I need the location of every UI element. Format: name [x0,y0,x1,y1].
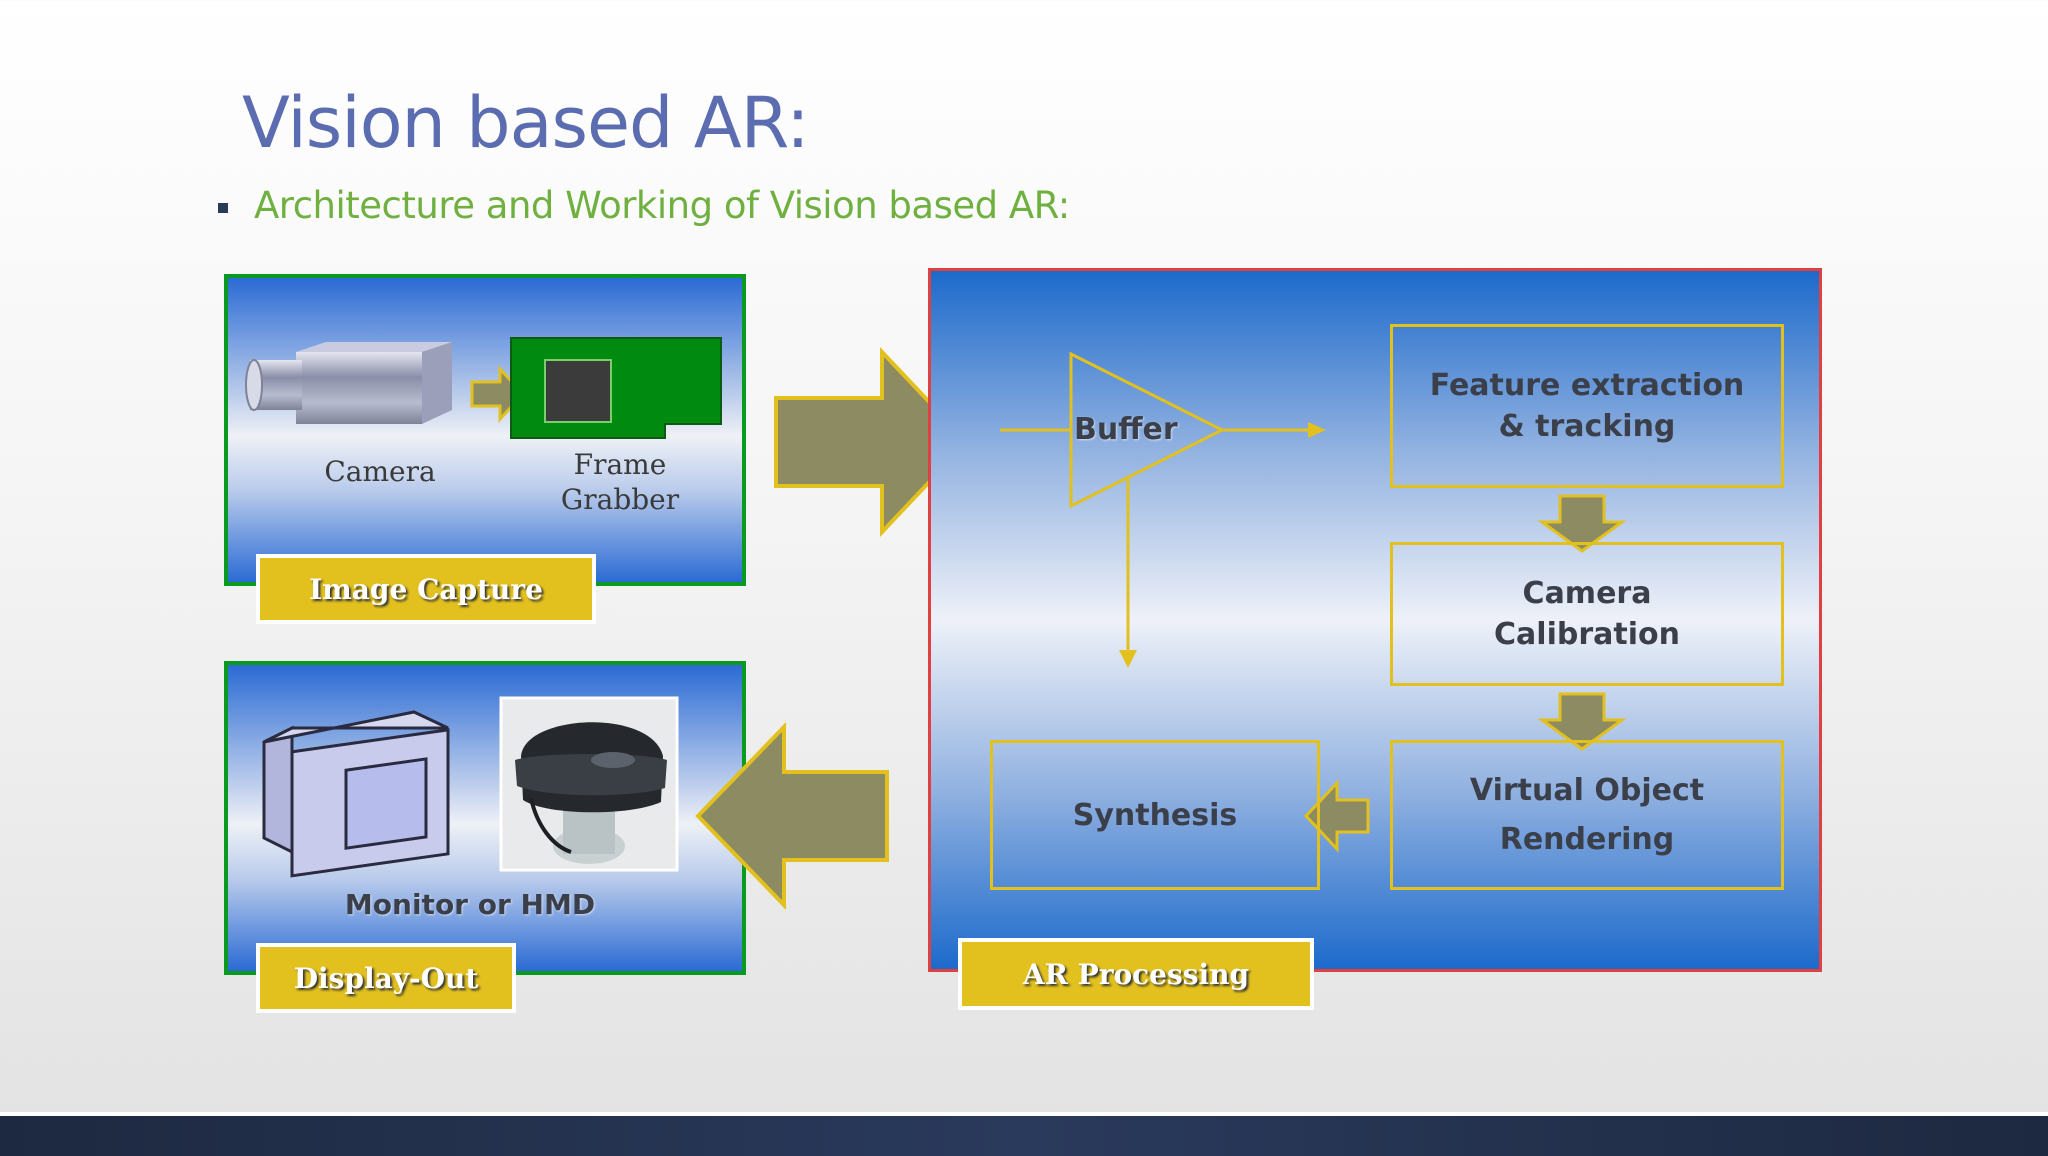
arrow-right-icon [774,346,970,538]
camera-icon [245,342,452,424]
virtual-object-rendering-box: Virtual Object Rendering [1390,740,1784,890]
frame-grabber-label-line2: Grabber [560,483,680,516]
down-arrow-icon [1537,494,1627,553]
buffer-label: Buffer [1074,412,1178,447]
feature-extraction-line2: & tracking [1498,409,1676,444]
hmd-photo [499,696,679,872]
down-arrow-icon [1537,692,1627,751]
bullet-marker [218,203,228,213]
camera-calibration-line1: Camera [1522,576,1652,611]
slide-title: Vision based AR: [242,82,810,164]
feature-extraction-box: Feature extraction & tracking [1390,324,1784,488]
frame-grabber-label-line1: Frame [573,448,667,481]
slide-footer-bar [0,1112,2048,1156]
camera-calibration-line2: Calibration [1494,617,1680,652]
ar-processing-tag: AR Processing [958,938,1314,1010]
buffer-connectors [1000,351,1326,668]
virtual-object-rendering-line1: Virtual Object [1469,773,1705,808]
synthesis-box: Synthesis [990,740,1320,890]
display-out-tag: Display-Out [256,943,516,1013]
frame-grabber-icon [510,337,722,439]
image-capture-tag: Image Capture [256,554,596,624]
camera-label: Camera [324,455,436,488]
monitor-icon [262,710,450,878]
feature-extraction-line1: Feature extraction [1429,368,1745,403]
arrow-left-icon [695,722,889,910]
camera-calibration-box: Camera Calibration [1390,542,1784,686]
virtual-object-rendering-line2: Rendering [1499,822,1675,857]
left-arrow-icon [1303,779,1370,853]
ar-processing-panel [928,268,1822,972]
monitor-or-hmd-label: Monitor or HMD [344,888,596,921]
bullet-text: Architecture and Working of Vision based… [254,184,1070,227]
synthesis-label: Synthesis [1072,797,1238,833]
